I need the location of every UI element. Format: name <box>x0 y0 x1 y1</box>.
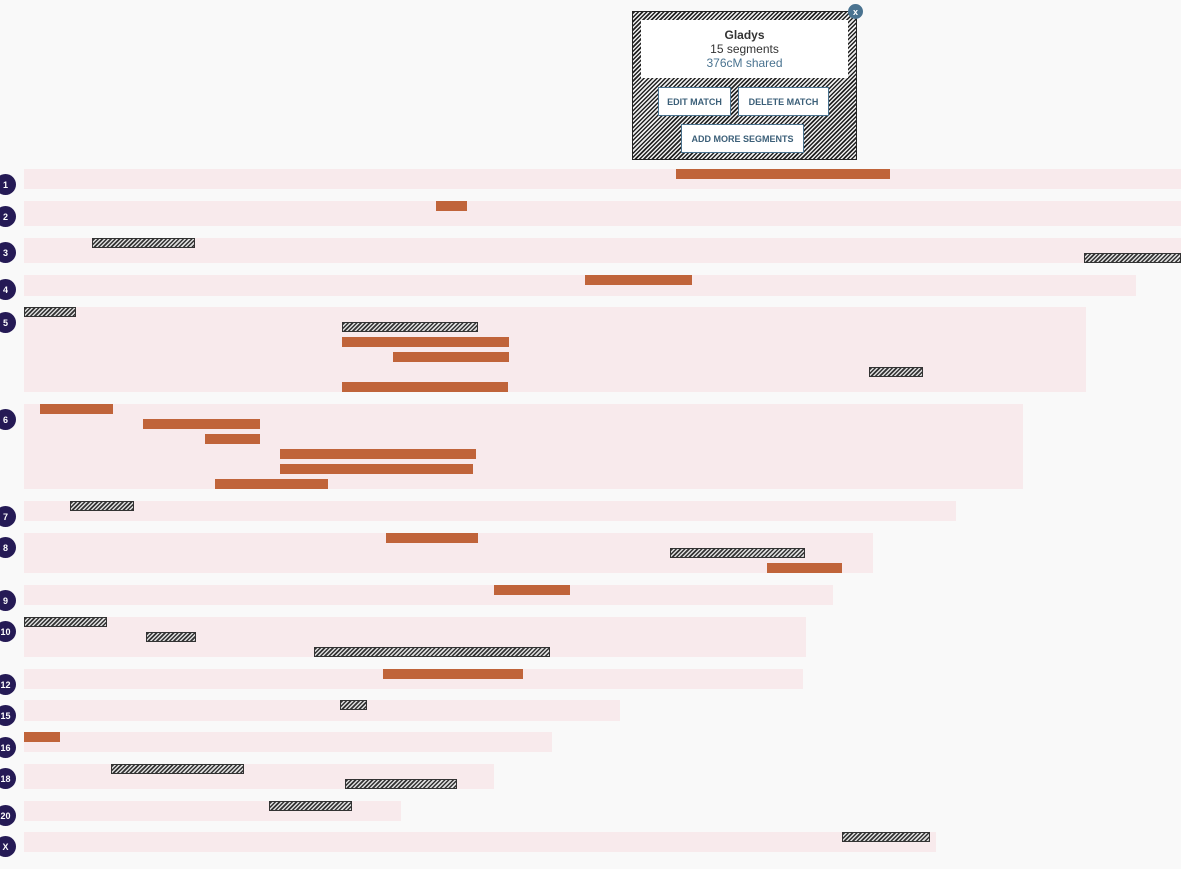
chromosome-badge: 12 <box>0 674 16 695</box>
match-segment[interactable] <box>585 275 692 285</box>
match-segment[interactable] <box>383 669 523 679</box>
chromosome-badge: 6 <box>0 409 16 430</box>
chromosome-badge: 15 <box>0 705 16 726</box>
match-segment[interactable] <box>436 201 467 211</box>
other-match-segment[interactable] <box>842 832 930 842</box>
other-match-segment[interactable] <box>340 700 367 710</box>
chromosome-badge: 20 <box>0 805 16 826</box>
other-match-segment[interactable] <box>146 632 196 642</box>
chromosome-badge: 1 <box>0 174 16 195</box>
other-match-segment[interactable] <box>314 647 550 657</box>
chromosome-row-X <box>24 832 936 852</box>
chromosome-row-12 <box>24 669 803 689</box>
edit-match-button[interactable]: EDIT MATCH <box>658 87 731 116</box>
chromosome-badge: 3 <box>0 242 16 263</box>
chromosome-row-1 <box>24 169 1181 189</box>
chromosome-row-4 <box>24 275 1136 296</box>
other-match-segment[interactable] <box>24 617 107 627</box>
chromosome-badge: 4 <box>0 279 16 300</box>
match-info: Gladys 15 segments 376cM shared <box>641 20 848 78</box>
match-segment[interactable] <box>676 169 890 179</box>
match-segment[interactable] <box>767 563 842 573</box>
match-segment[interactable] <box>342 337 509 347</box>
add-more-segments-button[interactable]: ADD MORE SEGMENTS <box>681 124 804 153</box>
delete-match-button[interactable]: DELETE MATCH <box>738 87 829 116</box>
match-segment[interactable] <box>215 479 328 489</box>
shared-cm: 376cM shared <box>706 56 783 70</box>
chromosome-row-6 <box>24 404 1023 489</box>
match-name: Gladys <box>724 28 765 42</box>
other-match-segment[interactable] <box>111 764 244 774</box>
other-match-segment[interactable] <box>269 801 352 811</box>
chromosome-badge: 16 <box>0 737 16 758</box>
match-segment[interactable] <box>494 585 570 595</box>
chromosome-row-9 <box>24 585 833 605</box>
match-segment[interactable] <box>393 352 509 362</box>
match-segment[interactable] <box>40 404 113 414</box>
match-segment[interactable] <box>205 434 260 444</box>
other-match-segment[interactable] <box>70 501 134 511</box>
chromosome-row-5 <box>24 307 1086 392</box>
match-segment[interactable] <box>143 419 260 429</box>
chromosome-badge: 18 <box>0 768 16 789</box>
match-segment[interactable] <box>280 464 473 474</box>
other-match-segment[interactable] <box>342 322 478 332</box>
other-match-segment[interactable] <box>1084 253 1181 263</box>
chromosome-badge: 10 <box>0 621 16 642</box>
chromosome-badge: 9 <box>0 590 16 611</box>
chromosome-row-15 <box>24 700 620 721</box>
chromosome-row-2 <box>24 201 1181 226</box>
chromosome-row-3 <box>24 238 1181 263</box>
chromosome-row-16 <box>24 732 552 752</box>
other-match-segment[interactable] <box>670 548 805 558</box>
chromosome-badge: 2 <box>0 206 16 227</box>
chromosome-badge: 5 <box>0 312 16 333</box>
chromosome-badge: X <box>0 836 16 857</box>
chromosome-badge: 8 <box>0 537 16 558</box>
close-icon[interactable]: x <box>848 4 863 19</box>
other-match-segment[interactable] <box>24 307 76 317</box>
chromosome-row-7 <box>24 501 956 521</box>
match-segment[interactable] <box>342 382 508 392</box>
chromosome-badge: 7 <box>0 506 16 527</box>
match-segment[interactable] <box>280 449 476 459</box>
other-match-segment[interactable] <box>345 779 457 789</box>
other-match-segment[interactable] <box>92 238 195 248</box>
match-segment[interactable] <box>386 533 478 543</box>
segment-count: 15 segments <box>710 42 779 56</box>
other-match-segment[interactable] <box>869 367 923 377</box>
match-segment[interactable] <box>24 732 60 742</box>
match-popup: Gladys 15 segments 376cM shared EDIT MAT… <box>632 11 857 160</box>
